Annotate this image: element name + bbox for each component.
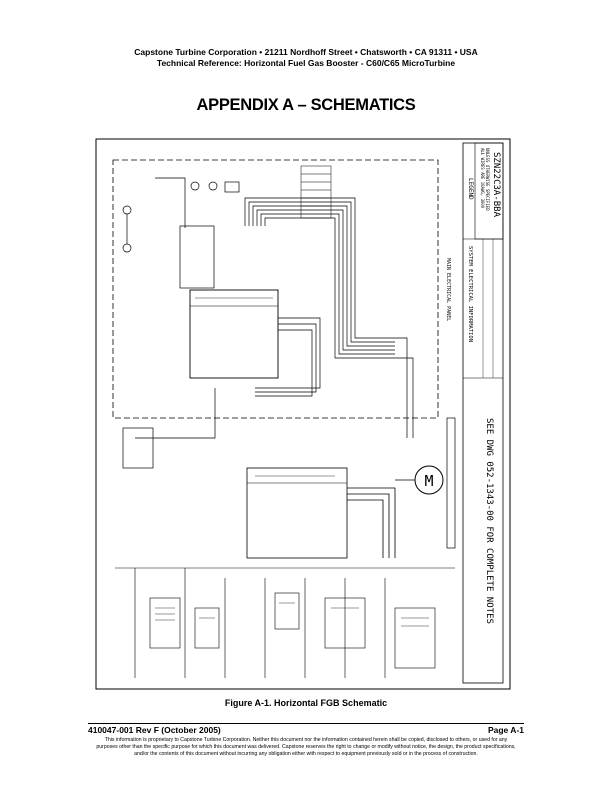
document-id: 410047-001 Rev F (October 2005) [88,725,221,735]
schematic-border [95,138,511,690]
see-note: SEE DWG 052-1343-00 FOR COMPLETE NOTES [484,418,494,624]
legend-line-1: ALL WIRES ARE 18AWG, 300V [480,148,485,209]
panel-label: MAIN ELECTRICAL PANEL [445,258,451,321]
left-components [122,177,240,469]
fgb-schematic: LEGEND ALL WIRES ARE 18AWG, 300V UNLESS … [95,138,511,690]
legend-line-2: UNLESS OTHERWISE SPECIFIED [485,148,490,211]
footer-rule [88,723,524,724]
header-line-2: Technical Reference: Horizontal Fuel Gas… [156,58,456,68]
label-stubs [155,297,429,627]
info-block-title: SYSTEM ELECTRICAL INFORMATION [467,246,473,342]
title-block: LEGEND ALL WIRES ARE 18AWG, 300V UNLESS … [462,142,504,684]
main-panel-outline [112,159,439,419]
vfd-block [246,467,396,559]
figure-caption: Figure A-1. Horizontal FGB Schematic [224,698,388,708]
controller-block [179,225,279,379]
drawing-number: SZN22C3A-BBA [491,152,501,218]
header-line-1: Capstone Turbine Corporation • 21211 Nor… [134,47,478,57]
legend-title: LEGEND [467,178,474,200]
page-title: APPENDIX A – SCHEMATICS [196,96,416,114]
motor-label: M [424,472,433,490]
cable-duct [446,417,456,549]
motor-symbol: M [395,465,444,495]
lower-wiring [115,567,455,678]
page-number: Page A-1 [487,725,524,735]
wiring-bundle [135,197,414,439]
proprietary-notice: This information is proprietary to Capst… [96,737,516,757]
